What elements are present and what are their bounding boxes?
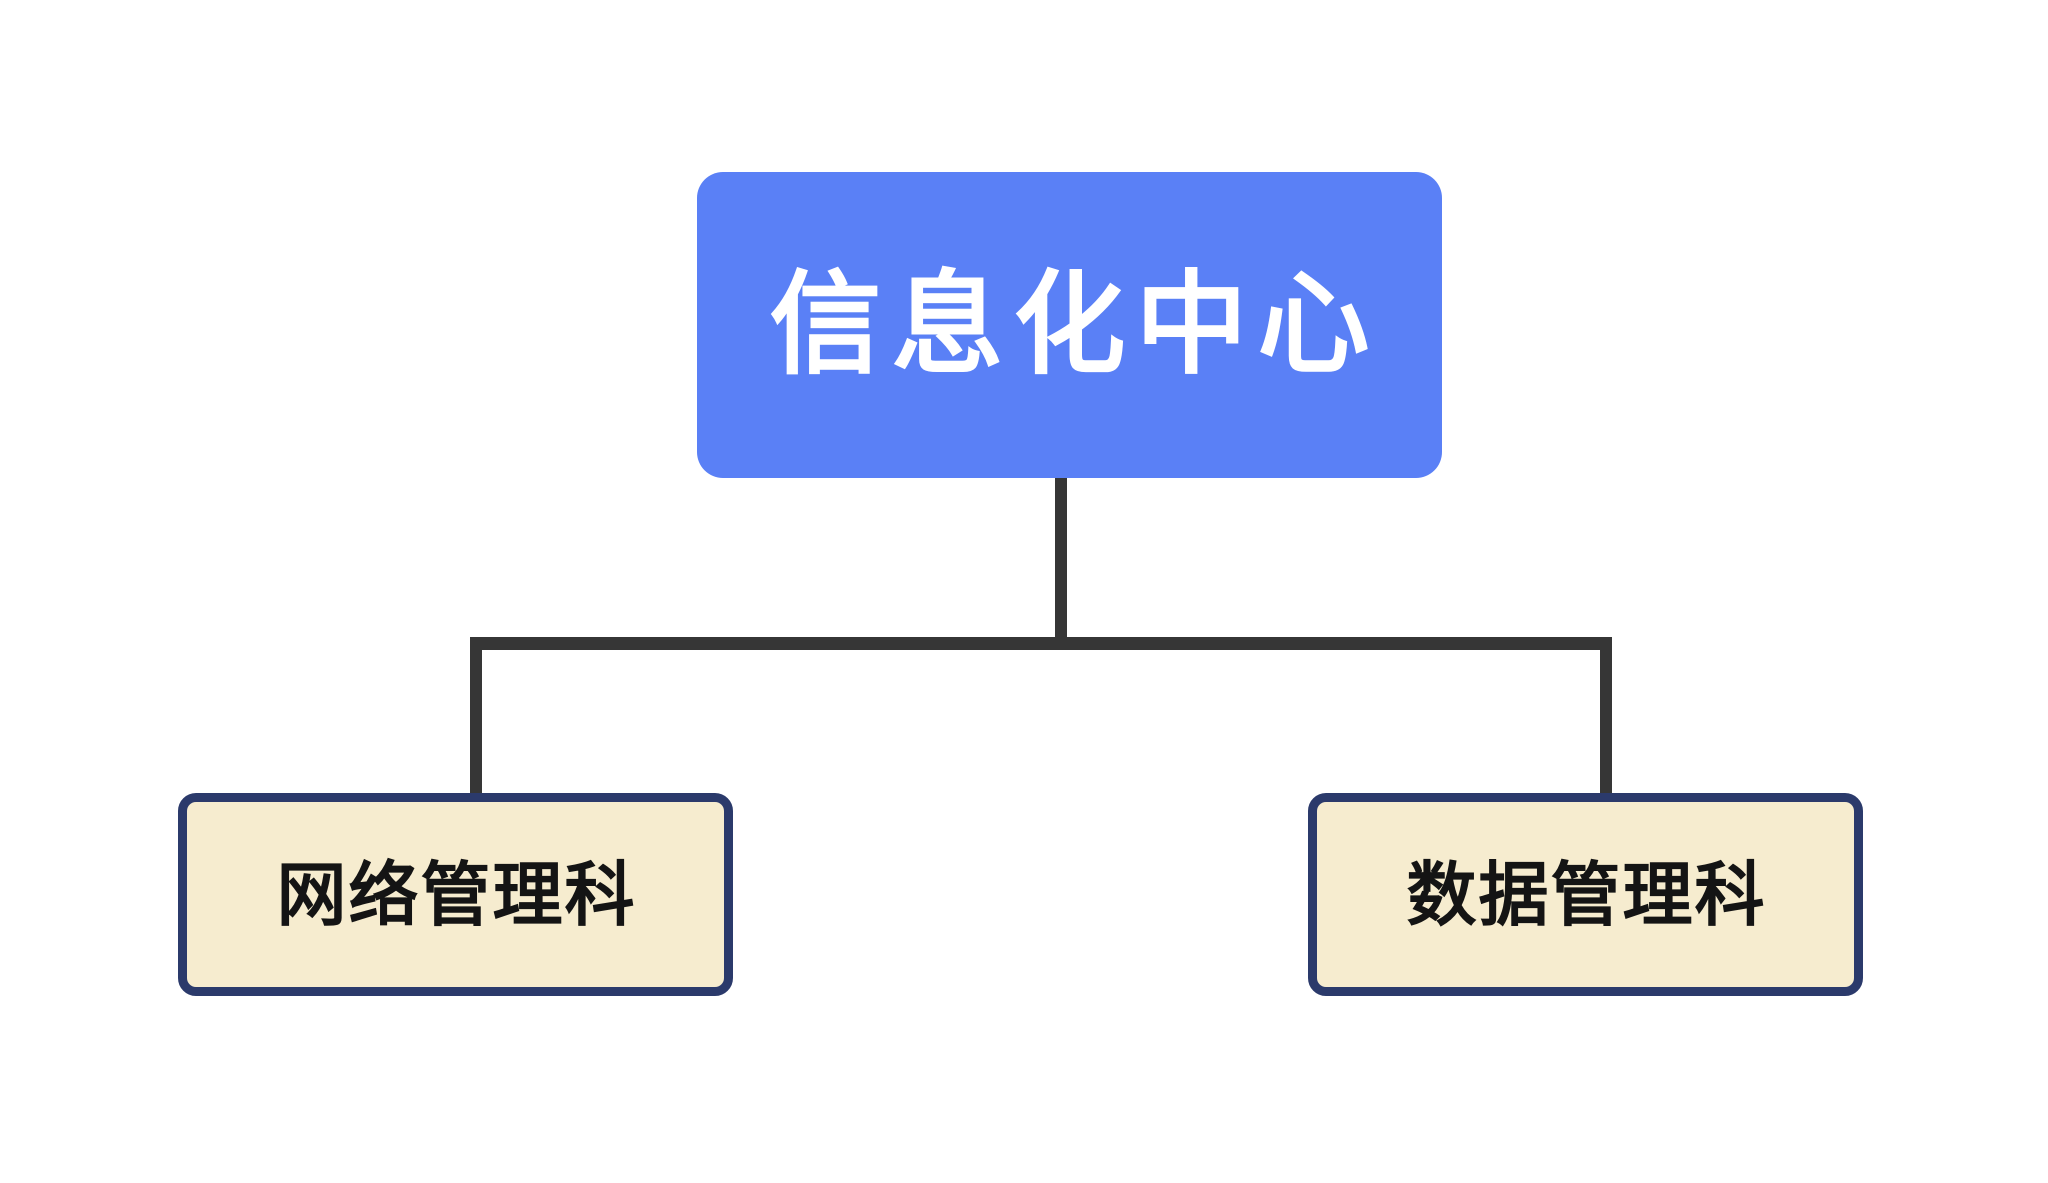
- child-node-data-management[interactable]: 数据管理科: [1308, 793, 1863, 996]
- child-node-label: 数据管理科: [1406, 855, 1767, 934]
- child-node-network-management[interactable]: 网络管理科: [178, 793, 733, 996]
- connector-drop-right: [1600, 637, 1612, 793]
- connector-drop-left: [470, 637, 482, 793]
- child-node-label: 网络管理科: [276, 855, 637, 934]
- connector-branch-horizontal: [470, 637, 1612, 650]
- root-node-label: 信息化中心: [769, 262, 1380, 387]
- connector-root-trunk: [1055, 478, 1067, 650]
- root-node[interactable]: 信息化中心: [697, 172, 1442, 478]
